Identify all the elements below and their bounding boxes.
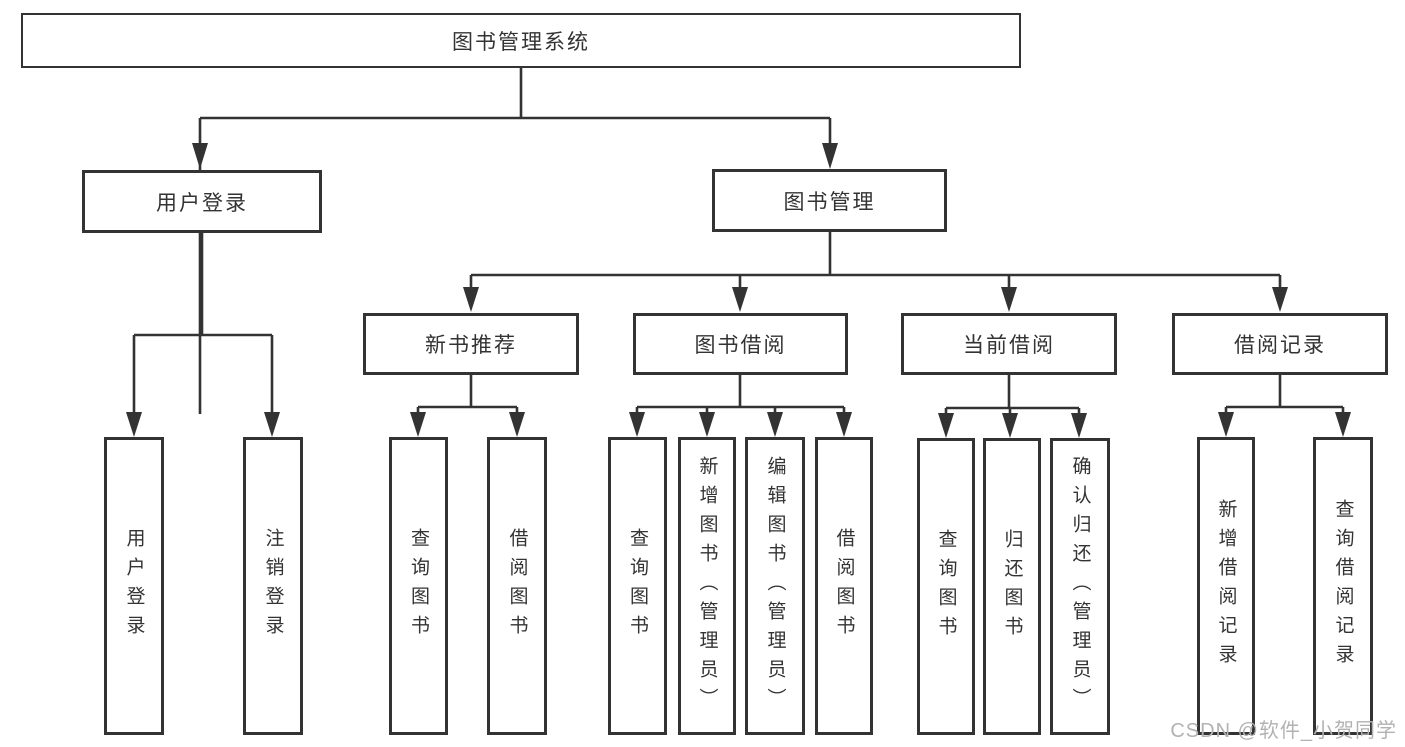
leaf-label: 归还图书 xyxy=(1001,528,1023,645)
leaf-return-books: 归还图书 xyxy=(983,438,1041,735)
leaf-logout: 注销登录 xyxy=(243,437,303,735)
arrowhead-icon xyxy=(767,412,783,437)
connector-newbook-to-leaves xyxy=(410,375,525,437)
leaf-label: 查询图书 xyxy=(935,528,957,645)
leaf-label: 用户登录 xyxy=(123,528,145,644)
arrowhead-icon xyxy=(264,412,280,437)
leaf-borrow-books-under-borrowing: 借阅图书 xyxy=(815,437,873,735)
leaf-label: 注销登录 xyxy=(262,528,284,644)
arrowhead-icon xyxy=(1335,412,1351,437)
node-label: 图书管理 xyxy=(783,190,876,214)
node-library-system-root: 图书管理系统 xyxy=(21,13,1021,68)
arrowhead-icon xyxy=(410,412,426,437)
arrowhead-icon xyxy=(822,143,838,169)
leaf-edit-book-admin: 编辑图书（管理员） xyxy=(745,437,805,735)
arrowhead-icon xyxy=(192,143,208,169)
node-book-borrowing: 图书借阅 xyxy=(633,313,848,375)
connector-records-to-leaves xyxy=(1218,375,1351,437)
arrowhead-icon xyxy=(126,412,142,437)
node-book-management: 图书管理 xyxy=(712,169,947,232)
arrowhead-icon xyxy=(1002,413,1018,438)
leaf-label: 借阅图书 xyxy=(506,528,528,644)
connector-mgmt-to-level3 xyxy=(463,232,1288,312)
leaf-label: 新增借阅记录 xyxy=(1215,499,1237,673)
leaf-label: 确认归还（管理员） xyxy=(1069,456,1091,717)
arrowhead-icon xyxy=(732,287,748,312)
connector-current-to-leaves xyxy=(938,375,1087,438)
leaf-add-book-admin: 新增图书（管理员） xyxy=(678,437,736,735)
node-user-login: 用户登录 xyxy=(82,170,322,233)
leaf-query-books-under-newbook: 查询图书 xyxy=(389,437,448,735)
leaf-confirm-return-admin: 确认归还（管理员） xyxy=(1050,438,1110,735)
node-label: 当前借阅 xyxy=(963,334,1055,357)
node-label: 图书管理系统 xyxy=(452,30,590,54)
arrowhead-icon xyxy=(629,412,645,437)
leaf-label: 新增图书（管理员） xyxy=(696,455,718,717)
arrowhead-icon xyxy=(463,287,479,312)
node-borrowing-records: 借阅记录 xyxy=(1172,313,1388,375)
leaf-user-login: 用户登录 xyxy=(104,437,164,735)
arrowhead-icon xyxy=(509,412,525,437)
leaf-query-borrow-record: 查询借阅记录 xyxy=(1313,437,1373,735)
leaf-label: 查询图书 xyxy=(627,528,648,644)
arrowhead-icon xyxy=(1272,287,1288,312)
node-label: 用户登录 xyxy=(156,191,248,215)
arrowhead-icon xyxy=(1071,413,1087,438)
leaf-label: 查询借阅记录 xyxy=(1332,499,1354,673)
arrowhead-icon xyxy=(1001,287,1017,312)
arrowhead-icon xyxy=(836,412,852,437)
node-new-book-recommend: 新书推荐 xyxy=(363,313,579,375)
leaf-query-books-under-current: 查询图书 xyxy=(917,438,975,735)
leaf-label: 查询图书 xyxy=(408,528,429,644)
leaf-query-books-under-borrowing: 查询图书 xyxy=(608,437,667,735)
connector-login-to-leaves xyxy=(126,233,280,437)
arrowhead-icon xyxy=(1218,412,1234,437)
connector-borrow-to-leaves xyxy=(629,375,852,437)
leaf-label: 编辑图书（管理员） xyxy=(764,455,786,717)
node-current-borrowing: 当前借阅 xyxy=(901,313,1117,375)
arrowhead-icon xyxy=(699,412,715,437)
leaf-add-borrow-record: 新增借阅记录 xyxy=(1197,437,1255,735)
arrowhead-icon xyxy=(938,413,954,438)
node-label: 图书借阅 xyxy=(694,334,787,357)
node-label: 借阅记录 xyxy=(1234,334,1326,357)
leaf-borrow-books-under-newbook: 借阅图书 xyxy=(487,437,547,735)
node-label: 新书推荐 xyxy=(425,334,517,357)
leaf-label: 借阅图书 xyxy=(833,528,855,644)
csdn-watermark: CSDN @软件_小贺同学 xyxy=(1170,720,1397,742)
